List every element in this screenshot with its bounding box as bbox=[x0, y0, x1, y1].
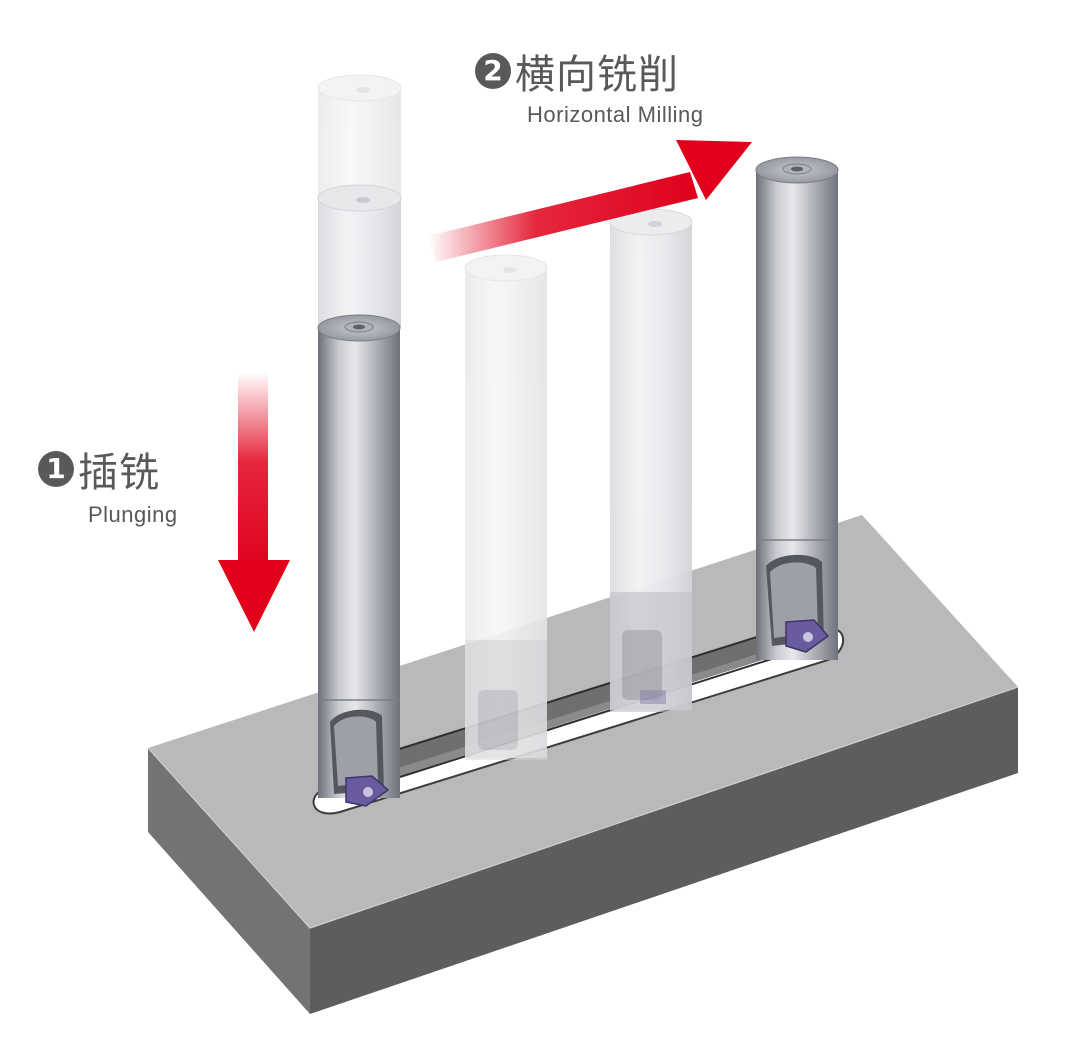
tool-plunge-position bbox=[317, 314, 401, 807]
plunging-label-cn: 插铣 bbox=[78, 450, 160, 496]
tool-ghost-slot-2 bbox=[609, 208, 693, 712]
plunging-label-en: Plunging bbox=[88, 502, 178, 527]
block-front-face bbox=[310, 687, 1018, 1014]
step-1-number-badge: 1 bbox=[38, 451, 74, 487]
plunge-arrow bbox=[218, 372, 290, 632]
horizontal-milling-label-cn: 横向铣削 bbox=[515, 52, 679, 98]
horizontal-milling-label-en: Horizontal Milling bbox=[527, 102, 704, 127]
step-2-number-badge: 2 bbox=[475, 53, 511, 89]
block-left-face bbox=[148, 748, 310, 1014]
tool-ghost-slot-1 bbox=[464, 254, 548, 760]
horizontal-arrow bbox=[428, 140, 752, 262]
tool-final-position bbox=[755, 156, 839, 660]
tool-ghost-plunge-mid bbox=[317, 184, 402, 328]
workpiece-block bbox=[147, 515, 1019, 1014]
